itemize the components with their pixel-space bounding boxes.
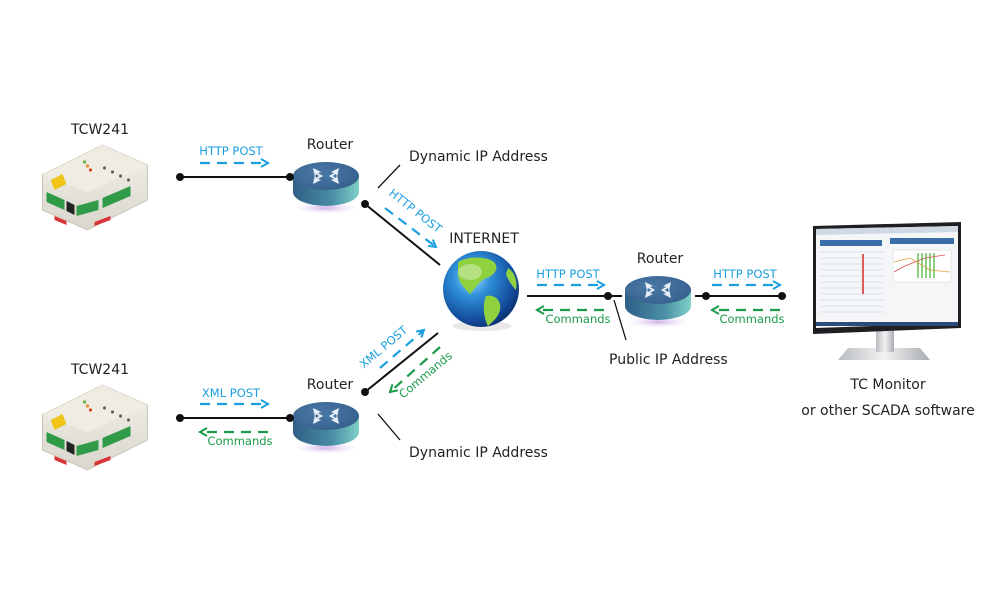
link-endpoint: [286, 173, 294, 181]
flow-label: HTTP POST: [713, 267, 777, 281]
flow-label: HTTP POST: [199, 144, 263, 158]
link-endpoint: [778, 292, 786, 300]
monitor-label-line1: TC Monitor: [849, 377, 925, 393]
device-label-top: TCW241: [70, 122, 129, 138]
tcw241-device-bottom: [41, 384, 149, 471]
flow-label: Commands: [207, 434, 272, 448]
router-label-bottom: Router: [307, 377, 354, 393]
leader-line: [377, 413, 401, 441]
router-bottom: [293, 402, 359, 454]
monitor-icon: [813, 222, 961, 360]
link-endpoint: [702, 292, 710, 300]
link-endpoint: [176, 173, 184, 181]
leader-line: [613, 299, 627, 341]
flow-label: Commands: [719, 312, 784, 326]
flow-label: XML POST: [202, 386, 261, 400]
arrow-http-post: [384, 207, 436, 247]
flow-label: Commands: [545, 312, 610, 326]
device-label-bottom: TCW241: [70, 362, 129, 378]
link-top-router-internet: [364, 203, 441, 266]
router-top: [293, 162, 359, 214]
tcw241-device-top: [41, 144, 149, 231]
link-bottom-router-internet: [364, 332, 439, 393]
link-endpoint: [604, 292, 612, 300]
link-endpoint: [286, 414, 294, 422]
leader-line: [377, 164, 401, 189]
arrow-commands: [390, 346, 441, 392]
monitor-label-line2: or other SCADA software: [801, 403, 974, 419]
link-endpoint: [361, 200, 369, 208]
arrow-xml-post: [379, 330, 424, 369]
router-label-server: Router: [637, 251, 684, 267]
link-endpoint: [361, 388, 369, 396]
router-server: [625, 276, 691, 328]
flow-label: HTTP POST: [536, 267, 600, 281]
ip-label-server: Public IP Address: [609, 352, 728, 368]
ip-label-bottom: Dynamic IP Address: [409, 445, 548, 461]
globe-icon: [443, 251, 519, 331]
internet-label: INTERNET: [449, 231, 519, 247]
link-endpoint: [176, 414, 184, 422]
router-label-top: Router: [307, 137, 354, 153]
ip-label-top: Dynamic IP Address: [409, 149, 548, 165]
flow-label: Commands: [396, 349, 455, 402]
